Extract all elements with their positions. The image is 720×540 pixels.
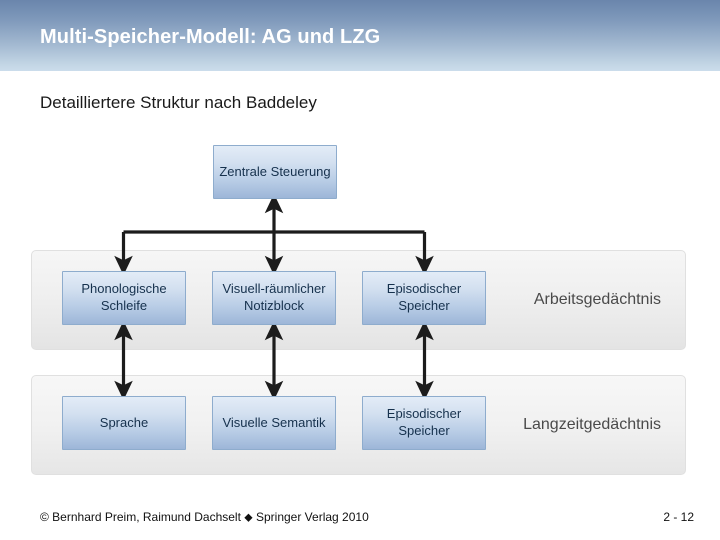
page-title: Multi-Speicher-Modell: AG und LZG	[40, 26, 381, 48]
working-memory-label: Arbeitsgedächtnis	[533, 291, 661, 308]
box-episodischer-speicher-lzg[interactable]: Episodischer Speicher	[362, 396, 486, 450]
box-episodischer-speicher-ag-label: Episodischer Speicher	[386, 281, 462, 313]
box-episodischer-speicher-lzg-label: Episodischer Speicher	[386, 406, 462, 438]
box-phonologische-schleife-label: Phonologische Schleife	[81, 281, 167, 313]
box-visuell-raeumlicher-notizblock[interactable]: Visuell-räumlicher Notizblock	[212, 271, 336, 325]
box-episodischer-speicher-ag[interactable]: Episodischer Speicher	[362, 271, 486, 325]
box-zentrale-steuerung[interactable]: Zentrale Steuerung	[213, 145, 337, 199]
box-zentrale-steuerung-label: Zentrale Steuerung	[219, 163, 331, 179]
slide-subtitle: Detailliertere Struktur nach Baddeley	[40, 93, 317, 112]
long-term-memory-label: Langzeitgedächtnis	[523, 416, 661, 433]
slide-title-bar: Multi-Speicher-Modell: AG und LZG	[0, 0, 720, 71]
box-sprache[interactable]: Sprache	[62, 396, 186, 450]
box-phonologische-schleife[interactable]: Phonologische Schleife	[62, 271, 186, 325]
footer-page-number: 2 - 12	[663, 510, 694, 524]
box-visuell-raeumlicher-notizblock-label: Visuell-räumlicher Notizblock	[222, 281, 326, 313]
box-visuelle-semantik[interactable]: Visuelle Semantik	[212, 396, 336, 450]
footer-copyright: © Bernhard Preim, Raimund Dachselt ⬥ Spr…	[40, 510, 369, 524]
box-sprache-label: Sprache	[99, 414, 149, 430]
box-visuelle-semantik-label: Visuelle Semantik	[222, 414, 326, 430]
